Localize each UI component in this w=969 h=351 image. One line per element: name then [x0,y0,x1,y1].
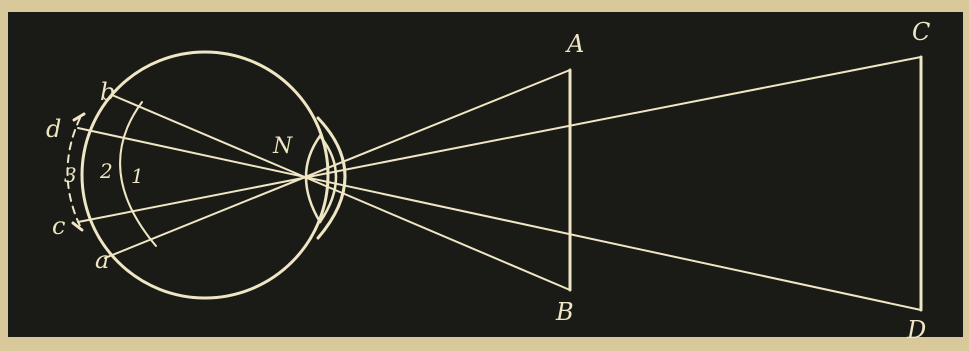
label-c: c [52,212,65,240]
label-d: d [46,115,61,143]
label-b: b [100,78,115,106]
label-2: 2 [99,159,113,183]
label-D: D [906,316,926,344]
label-A: A [565,30,584,58]
label-B: B [555,298,574,326]
label-3: 3 [64,163,77,187]
label-C: C [912,18,930,46]
label-1: 1 [131,164,144,188]
label-a: a [95,246,109,274]
label-N: N [272,134,293,159]
